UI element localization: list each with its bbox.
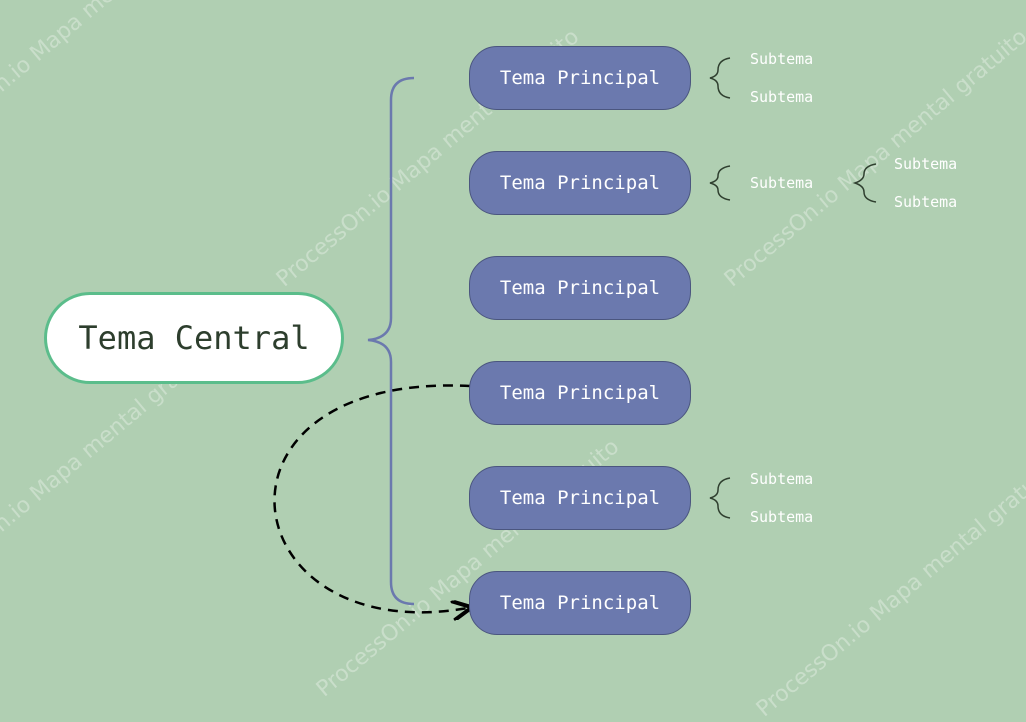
sub-subtopic[interactable]: Subtema [894, 155, 958, 173]
sub-bracket [709, 57, 731, 99]
main-topic[interactable]: Tema Principal [469, 256, 691, 320]
sub-subtopic[interactable]: Subtema [894, 193, 958, 211]
subtopic[interactable]: Subtema [750, 470, 814, 488]
main-topic-label: Tema Principal [499, 592, 661, 614]
central-topic[interactable]: Tema Central [44, 292, 344, 384]
mind-map-canvas [273, 57, 877, 696]
subtopic[interactable]: Subtema [750, 88, 814, 106]
main-topic[interactable]: Tema Principal [469, 466, 691, 530]
main-topic-label: Tema Principal [499, 277, 661, 299]
main-topic-label: Tema Principal [499, 67, 661, 89]
main-topic-label: Tema Principal [499, 172, 661, 194]
relation-arrow[interactable] [273, 384, 470, 612]
main-topic[interactable]: Tema Principal [469, 571, 691, 635]
subtopic[interactable]: Subtema [750, 174, 814, 192]
subtopic[interactable]: Subtema [750, 50, 814, 68]
sub-bracket [709, 477, 731, 519]
sub-bracket [852, 163, 877, 203]
main-topic[interactable]: Tema Principal [469, 46, 691, 110]
subtopic[interactable]: Subtema [750, 508, 814, 526]
main-topic-label: Tema Principal [499, 382, 661, 404]
main-topic[interactable]: Tema Principal [469, 151, 691, 215]
central-topic-label: Tema Central [78, 319, 310, 357]
sub-bracket [709, 165, 731, 201]
main-topic-label: Tema Principal [499, 487, 661, 509]
main-topic[interactable]: Tema Principal [469, 361, 691, 425]
main-bracket [367, 76, 415, 606]
